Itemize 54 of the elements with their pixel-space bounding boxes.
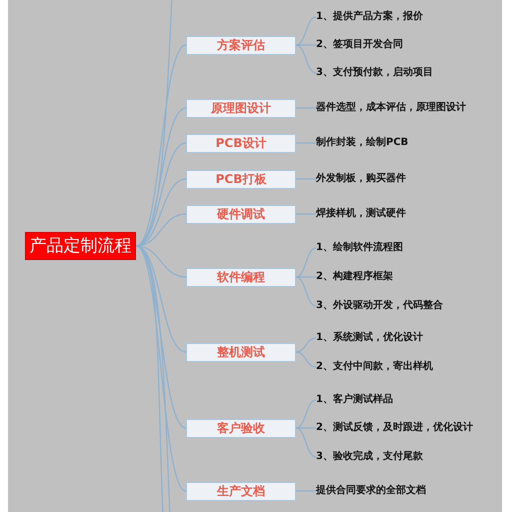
step-label: 方案评估 <box>217 38 265 52</box>
connector-line <box>296 490 316 492</box>
step-label: PCB设计 <box>216 136 266 150</box>
step-label: 整机测试 <box>217 344 265 360</box>
connector-line <box>296 276 316 307</box>
step-label: 原理图设计 <box>211 100 271 116</box>
connector-line <box>296 107 316 109</box>
connector-line <box>296 399 316 429</box>
connector-line <box>296 427 316 429</box>
detail-text: 2、测试反馈，及时跟进，优化设计 <box>316 421 473 435</box>
step-label: 生产文档 <box>217 484 265 498</box>
detail-text: 1、绘制软件流程图 <box>316 241 403 255</box>
detail-text: 制作封装，绘制PCB <box>316 136 408 150</box>
connector-line <box>296 213 316 215</box>
step-box <box>186 268 296 286</box>
detail-text: 3、验收完成，支付尾款 <box>316 450 423 464</box>
connector-line <box>296 44 316 74</box>
detail-text: 2、支付中间款，寄出样机 <box>316 360 433 374</box>
detail-text: 器件选型，成本评估，原理图设计 <box>316 101 466 115</box>
detail-text: 1、系统测试，优化设计 <box>316 331 423 345</box>
detail-text: 3、支付预付款，启动项目 <box>316 66 433 80</box>
detail-text: 1、客户测试样品 <box>316 393 393 407</box>
detail-text: 2、构建程序框架 <box>316 270 393 284</box>
step-box <box>186 342 296 362</box>
step-box <box>186 134 296 152</box>
step-label: 硬件调试 <box>217 206 265 222</box>
step-label: PCB打板 <box>216 172 266 186</box>
detail-text: 焊接样机，测试硬件 <box>316 207 406 221</box>
step-box <box>186 204 296 224</box>
connector-line <box>296 276 316 278</box>
connector-line <box>136 44 186 246</box>
step-box <box>186 170 296 188</box>
step-label: 客户验收 <box>217 420 265 436</box>
connector-line <box>136 246 186 492</box>
detail-text: 提供合同要求的全部文档 <box>316 484 426 498</box>
connector-line <box>296 16 316 46</box>
connector-line <box>296 44 316 46</box>
connector-line <box>296 247 316 278</box>
detail-text: 2、签项目开发合同 <box>316 38 403 52</box>
detail-text: 1、提供产品方案，报价 <box>316 10 423 24</box>
step-box <box>186 98 296 118</box>
step-box <box>186 418 296 438</box>
step-label: 软件编程 <box>217 270 265 284</box>
connector-line <box>296 427 316 458</box>
root-title: 产品定制流程 <box>30 236 132 256</box>
connector-line <box>296 337 316 353</box>
connector-line <box>296 142 316 144</box>
step-box <box>186 36 296 54</box>
step-box <box>186 482 296 500</box>
connector-line <box>296 178 316 180</box>
detail-text: 3、外设驱动开发，代码整合 <box>316 299 443 313</box>
root-box <box>25 232 136 260</box>
detail-text: 外发制板，购买器件 <box>316 172 406 186</box>
connector-line <box>296 351 316 368</box>
